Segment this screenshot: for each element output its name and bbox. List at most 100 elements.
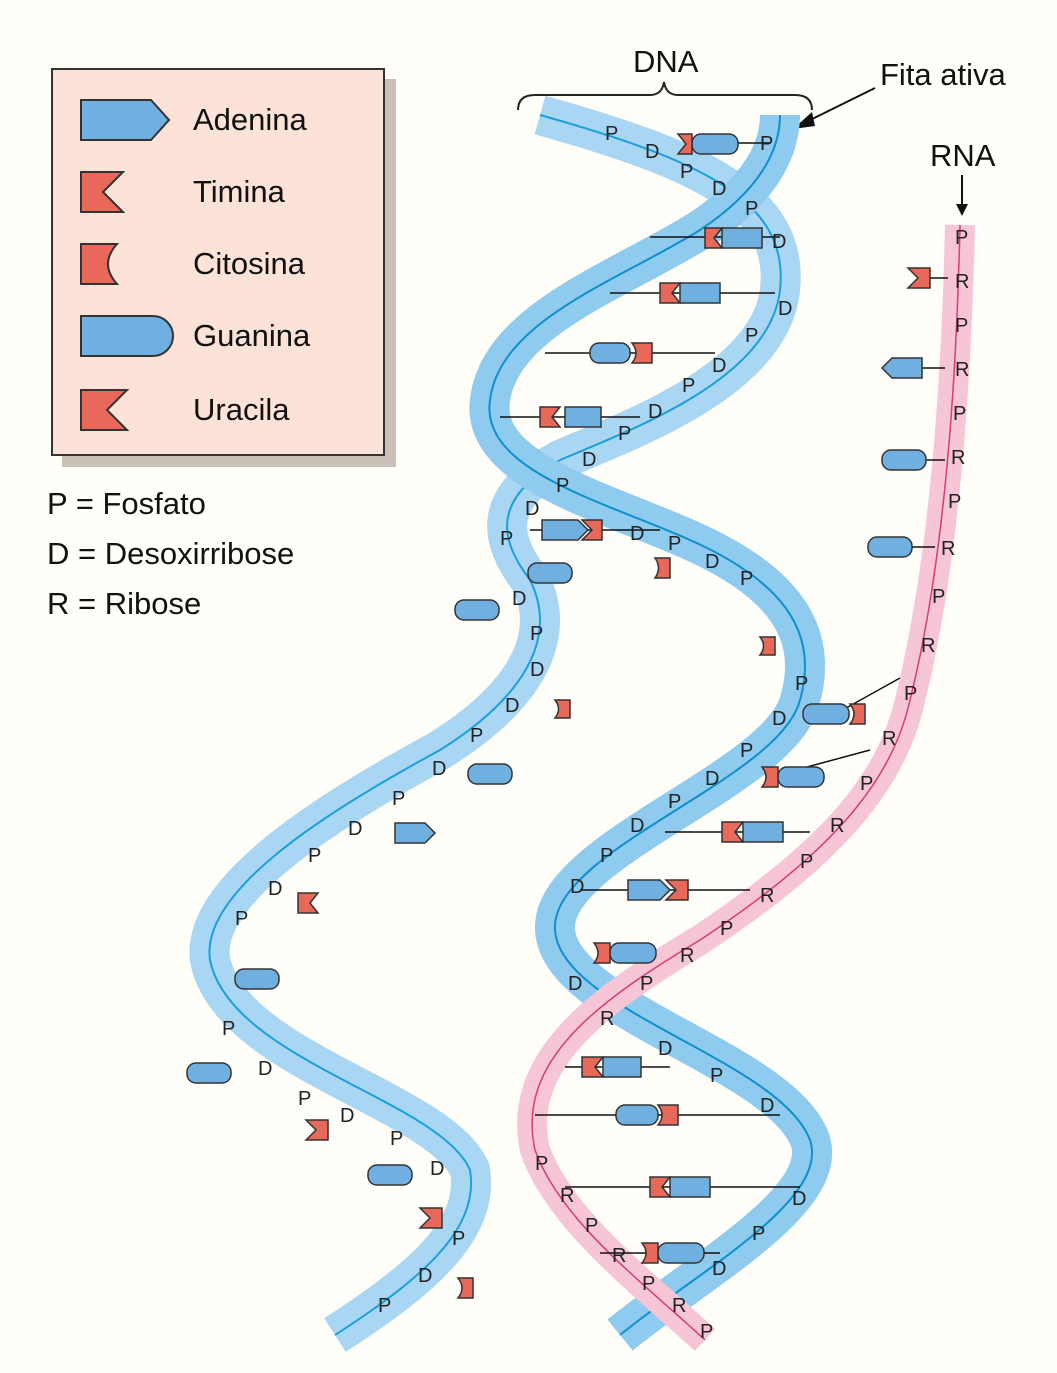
nucleotide-bases [186, 133, 931, 1299]
uracil-icon [80, 389, 130, 431]
svg-text:P: P [745, 198, 758, 220]
svg-text:P: P [668, 533, 681, 555]
svg-text:R: R [955, 271, 969, 293]
svg-text:D: D [258, 1058, 272, 1080]
svg-text:R: R [612, 1245, 626, 1267]
legend-item-uracila: Uracila [53, 380, 383, 440]
abbreviation-ribose: R = Ribose [47, 586, 202, 621]
dna-brace [517, 81, 813, 111]
svg-text:D: D [568, 973, 582, 995]
svg-text:P: P [710, 1065, 723, 1087]
svg-text:P: P [948, 491, 961, 513]
legend-label: Adenina [193, 102, 307, 137]
svg-text:D: D [712, 1258, 726, 1280]
svg-text:R: R [955, 359, 969, 381]
svg-text:R: R [941, 538, 955, 560]
legend-item-citosina: Citosina [53, 234, 383, 294]
svg-text:P: P [955, 227, 968, 249]
svg-text:P: P [308, 845, 321, 867]
svg-text:P: P [600, 845, 613, 867]
rna-arrowhead [956, 204, 968, 216]
svg-text:D: D [792, 1188, 806, 1210]
svg-text:P: P [740, 568, 753, 590]
svg-text:P: P [680, 161, 693, 183]
svg-text:P: P [618, 423, 631, 445]
svg-text:R: R [921, 635, 935, 657]
abbreviation-deoxyribose: D = Desoxirribose [47, 536, 295, 571]
legend-label: Uracila [193, 392, 290, 427]
legend-box: Adenina Timina Citosina Guanina Uracila [51, 68, 385, 456]
guanine-icon [80, 315, 174, 357]
svg-text:P: P [800, 851, 813, 873]
svg-text:P: P [390, 1128, 403, 1150]
svg-text:D: D [772, 231, 786, 253]
svg-text:D: D [512, 588, 526, 610]
svg-text:D: D [772, 708, 786, 730]
svg-text:D: D [348, 818, 362, 840]
svg-text:P: P [795, 673, 808, 695]
legend-label: Citosina [193, 246, 305, 281]
legend-item-timina: Timina [53, 162, 383, 222]
svg-text:P: P [222, 1018, 235, 1040]
svg-text:D: D [582, 449, 596, 471]
svg-text:D: D [712, 355, 726, 377]
svg-text:P: P [860, 773, 873, 795]
svg-text:D: D [778, 298, 792, 320]
svg-text:R: R [600, 1008, 614, 1030]
svg-text:P: P [700, 1321, 713, 1343]
dna-label: DNA [633, 44, 699, 79]
svg-text:D: D [430, 1158, 444, 1180]
svg-text:R: R [951, 447, 965, 469]
svg-text:R: R [830, 815, 844, 837]
svg-text:R: R [560, 1185, 574, 1207]
svg-text:D: D [505, 695, 519, 717]
svg-text:D: D [705, 768, 719, 790]
svg-text:P: P [298, 1088, 311, 1110]
svg-text:D: D [525, 498, 539, 520]
svg-text:D: D [570, 876, 584, 898]
strand-letters: P R P R P R P R P R P R P R P R P R P R … [222, 123, 969, 1343]
svg-text:P: P [642, 1273, 655, 1295]
legend-label: Guanina [193, 318, 311, 353]
svg-text:D: D [630, 815, 644, 837]
svg-text:P: P [752, 1223, 765, 1245]
legend-item-guanina: Guanina [53, 306, 383, 366]
svg-text:P: P [668, 791, 681, 813]
svg-text:P: P [605, 123, 618, 145]
svg-text:P: P [745, 325, 758, 347]
svg-text:P: P [720, 918, 733, 940]
svg-text:P: P [500, 528, 513, 550]
svg-text:D: D [648, 401, 662, 423]
thymine-icon [80, 171, 126, 213]
svg-text:R: R [882, 728, 896, 750]
svg-text:P: P [953, 403, 966, 425]
svg-text:P: P [235, 908, 248, 930]
svg-text:D: D [705, 551, 719, 573]
svg-text:P: P [535, 1153, 548, 1175]
svg-text:P: P [556, 475, 569, 497]
svg-text:P: P [740, 740, 753, 762]
svg-text:R: R [680, 945, 694, 967]
rna-label: RNA [930, 138, 996, 173]
svg-text:P: P [452, 1228, 465, 1250]
svg-text:D: D [630, 523, 644, 545]
svg-text:R: R [672, 1295, 686, 1317]
svg-text:D: D [712, 178, 726, 200]
svg-text:R: R [760, 885, 774, 907]
svg-text:D: D [530, 659, 544, 681]
svg-text:D: D [418, 1265, 432, 1287]
svg-text:P: P [470, 725, 483, 747]
svg-text:P: P [760, 133, 773, 155]
svg-text:P: P [585, 1215, 598, 1237]
svg-text:D: D [645, 141, 659, 163]
legend-item-adenina: Adenina [53, 90, 383, 150]
svg-text:P: P [955, 315, 968, 337]
svg-text:P: P [640, 973, 653, 995]
svg-text:D: D [268, 878, 282, 900]
active-strand-label: Fita ativa [880, 57, 1006, 92]
legend-label: Timina [193, 174, 285, 209]
svg-text:P: P [530, 623, 543, 645]
svg-text:P: P [392, 788, 405, 810]
svg-text:D: D [760, 1095, 774, 1117]
